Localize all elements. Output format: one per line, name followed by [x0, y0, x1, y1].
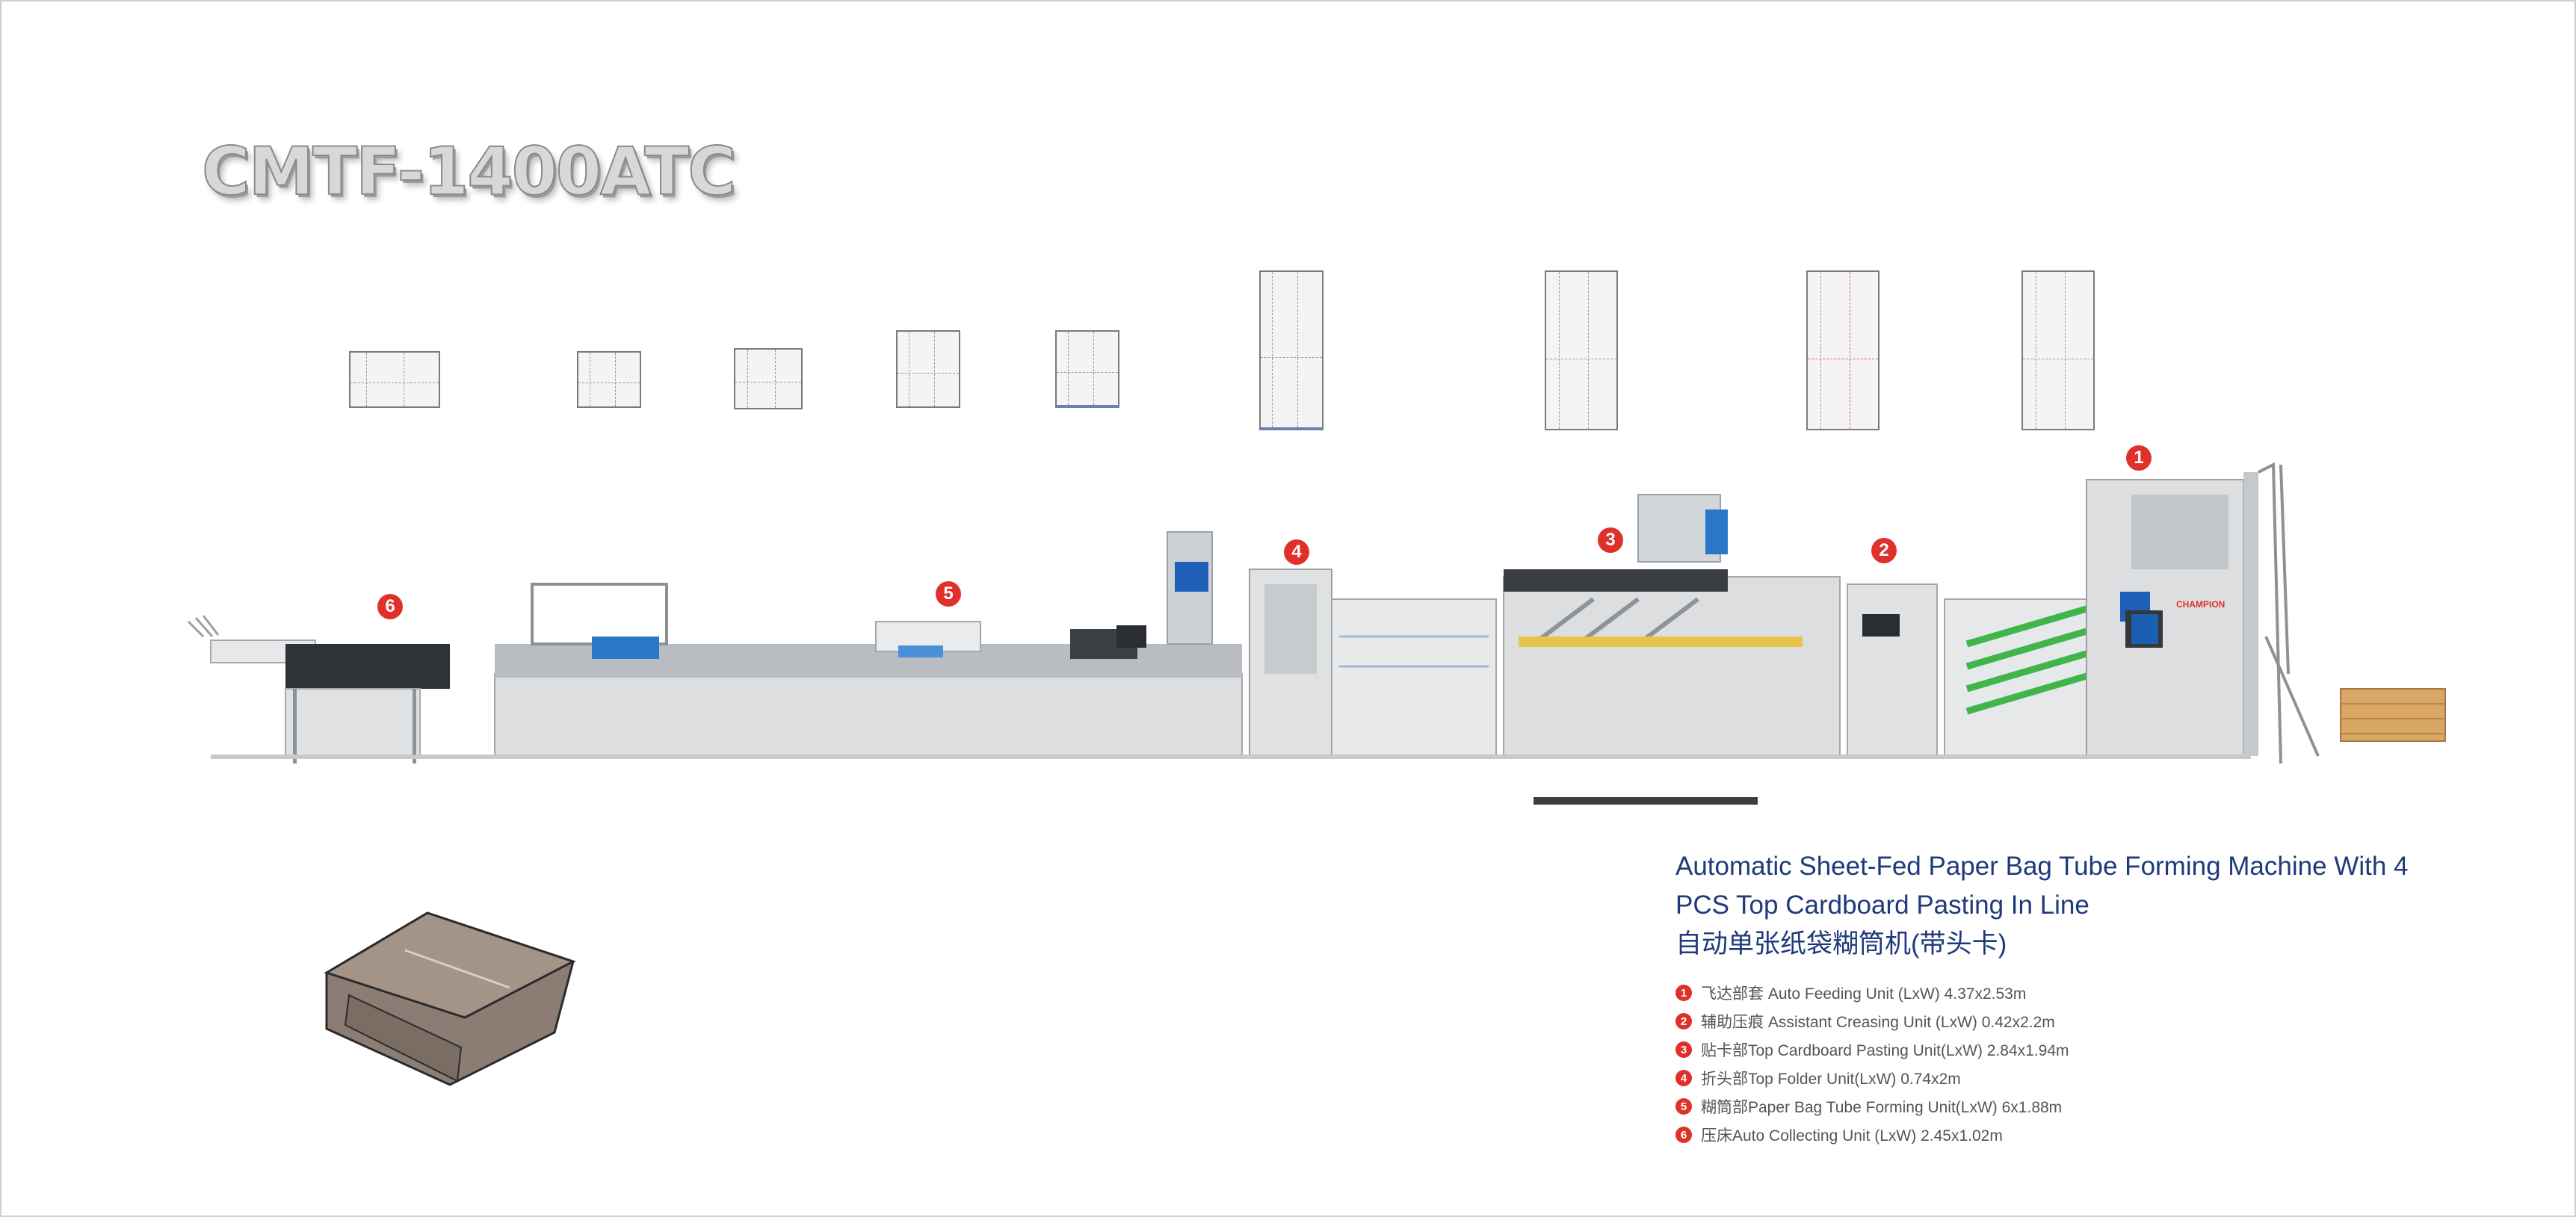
process-sheet — [349, 351, 440, 408]
spec-row: 5 糊筒部Paper Bag Tube Forming Unit(LxW) 6x… — [1675, 1092, 2535, 1121]
model-title: CMTF-1400ATC — [201, 132, 737, 211]
feeding-unit — [1944, 462, 2320, 764]
callout-badge-1: 1 — [2126, 445, 2152, 471]
top-folder-unit — [1249, 569, 1497, 757]
collector-unit — [187, 615, 450, 764]
spec-row: 2 辅助压痕 Assistant Creasing Unit (LxW) 0.4… — [1675, 1007, 2535, 1035]
pallet — [2340, 688, 2446, 742]
spec-number-badge: 3 — [1675, 1041, 1692, 1058]
spec-number-badge: 6 — [1675, 1127, 1692, 1143]
product-headline: Automatic Sheet-Fed Paper Bag Tube Formi… — [1675, 847, 2512, 964]
spec-row: 1 飞达部套 Auto Feeding Unit (LxW) 4.37x2.53… — [1675, 979, 2535, 1007]
spec-row: 4 折头部Top Folder Unit(LxW) 0.74x2m — [1675, 1064, 2535, 1092]
paper-bag-illustration — [324, 911, 576, 1086]
creasing-unit — [1847, 583, 1938, 757]
spec-text: 飞达部套 Auto Feeding Unit (LxW) 4.37x2.53m — [1701, 985, 2027, 1003]
spec-row: 6 压床Auto Collecting Unit (LxW) 2.45x1.02… — [1675, 1121, 2535, 1149]
callout-badge-5: 5 — [936, 581, 961, 607]
process-sheet — [734, 348, 803, 409]
process-sheet — [2021, 270, 2095, 430]
process-sheet — [896, 330, 960, 408]
brand-label: CHAMPION — [2176, 599, 2226, 610]
machine-illustration — [187, 462, 2446, 805]
headline-line2: PCS Top Cardboard Pasting In Line — [1675, 891, 2089, 920]
callout-badge-2: 2 — [1871, 538, 1897, 563]
spec-number-badge: 2 — [1675, 1013, 1692, 1029]
spec-text: 辅助压痕 Assistant Creasing Unit (LxW) 0.42x… — [1701, 1014, 2055, 1031]
headline-line1: Automatic Sheet-Fed Paper Bag Tube Formi… — [1675, 852, 2409, 881]
spec-number-badge: 1 — [1675, 985, 1692, 1001]
process-sheet — [1806, 270, 1880, 430]
headline-line3: 自动单张纸袋糊筒机(带头卡) — [1675, 929, 2007, 959]
spec-text: 折头部Top Folder Unit(LxW) 0.74x2m — [1701, 1071, 1961, 1088]
unit-spec-list: 1 飞达部套 Auto Feeding Unit (LxW) 4.37x2.53… — [1675, 979, 2535, 1149]
process-sheet — [1545, 270, 1618, 430]
callout-badge-3: 3 — [1598, 527, 1623, 553]
process-sheet — [1055, 330, 1119, 408]
process-sheet — [577, 351, 641, 408]
cardboard-pasting-unit — [1503, 494, 1841, 805]
tube-forming-unit — [494, 531, 1243, 757]
callout-badge-6: 6 — [377, 594, 403, 619]
process-sheet — [1259, 270, 1323, 430]
spec-row: 3 贴卡部Top Cardboard Pasting Unit(LxW) 2.8… — [1675, 1035, 2535, 1064]
callout-badge-4: 4 — [1284, 539, 1309, 565]
spec-text: 压床Auto Collecting Unit (LxW) 2.45x1.02m — [1701, 1127, 2003, 1145]
spec-text: 贴卡部Top Cardboard Pasting Unit(LxW) 2.84x… — [1701, 1042, 2069, 1059]
spec-number-badge: 5 — [1675, 1098, 1692, 1115]
spec-number-badge: 4 — [1675, 1070, 1692, 1086]
spec-text: 糊筒部Paper Bag Tube Forming Unit(LxW) 6x1.… — [1701, 1099, 2063, 1116]
